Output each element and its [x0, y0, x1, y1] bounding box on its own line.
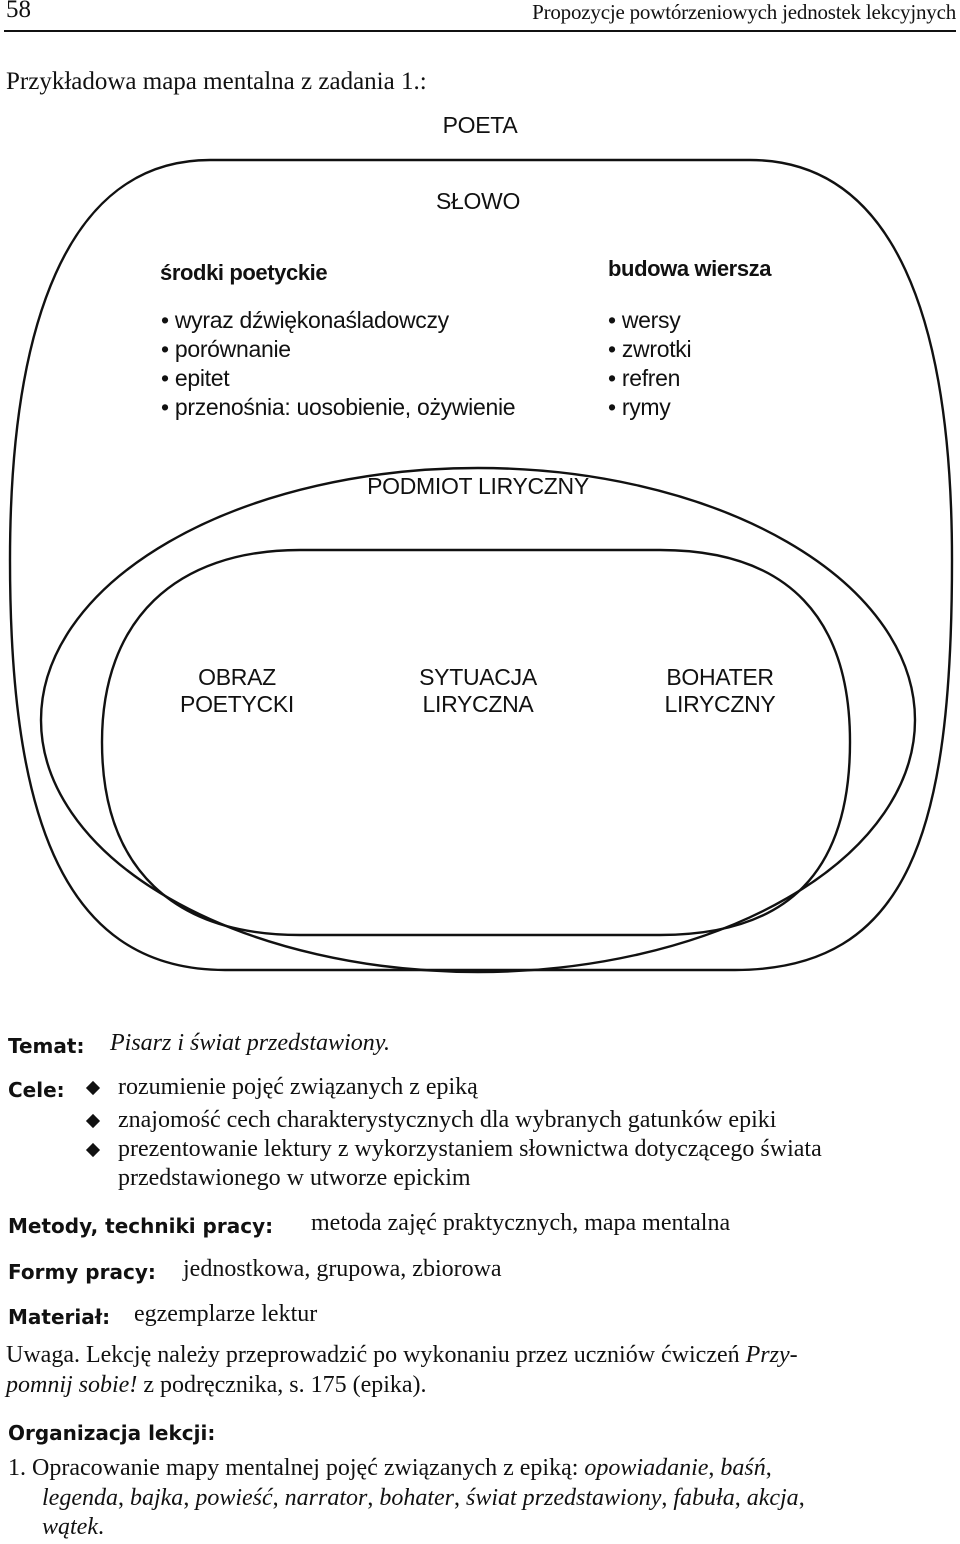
note-title-part2: pomnij sobie!: [6, 1372, 138, 1398]
right-item: • zwrotki: [608, 336, 692, 362]
term: bajka: [129, 1485, 184, 1511]
step-1-line-2: legenda, bajka, powieść, narrator, bohat…: [42, 1485, 805, 1511]
label-slowo: SŁOWO: [435, 188, 521, 214]
inner-item-line: LIRYCZNY: [664, 691, 776, 717]
term: opowiadanie: [584, 1455, 709, 1481]
page-number: 58: [6, 0, 31, 23]
term: bohater: [379, 1485, 454, 1511]
material-label: Materiał:: [8, 1305, 111, 1329]
label-poeta: POETA: [442, 112, 518, 138]
inner-item-line: LIRYCZNA: [422, 691, 534, 717]
shape-podmiot-liryczny: [39, 466, 917, 974]
step-number: 1.: [8, 1455, 26, 1481]
step-1-line-1: 1. Opracowanie mapy mentalnej pojęć zwią…: [8, 1455, 772, 1481]
label-podmiot-liryczny: PODMIOT LIRYCZNY: [367, 473, 589, 499]
left-item: • porównanie: [161, 336, 291, 362]
term: legenda: [42, 1485, 118, 1511]
inner-shape-bohater: [100, 548, 852, 937]
inner-item-line: SYTUACJA: [419, 664, 537, 690]
right-item: • wersy: [608, 307, 681, 333]
outer-shape-slowo: [8, 158, 954, 972]
inner-item-line: POETYCKI: [180, 691, 294, 717]
term: baśń: [720, 1455, 766, 1481]
methods-label: Metody, techniki pracy:: [8, 1214, 274, 1238]
term: powieść: [195, 1485, 273, 1511]
diamond-bullet-icon: [85, 1142, 101, 1158]
diamond-bullet-icon: [85, 1113, 101, 1129]
right-item: • rymy: [608, 394, 671, 420]
term: świat przedstawiony: [466, 1485, 662, 1511]
note-prefix: Uwaga. Lekcję należy przeprowadzić po wy…: [6, 1342, 746, 1368]
right-group-title: budowa wiersza: [608, 256, 772, 281]
header-rule: [4, 30, 956, 32]
goals-label: Cele:: [8, 1078, 65, 1102]
material-text: egzemplarze lektur: [134, 1301, 318, 1327]
term: fabuła: [673, 1485, 735, 1511]
methods-text: metoda zajęć praktycznych, mapa mentalna: [311, 1210, 731, 1236]
term: wątek: [42, 1514, 98, 1540]
forms-text: jednostkowa, grupowa, zbiorowa: [183, 1256, 502, 1282]
topic-text: Pisarz i świat przedstawiony.: [110, 1030, 391, 1056]
inner-item-line: BOHATER: [666, 664, 774, 690]
term: akcja: [746, 1485, 799, 1511]
inner-item-bohater: BOHATER LIRYCZNY: [620, 664, 820, 718]
left-group-title: środki poetyckie: [160, 260, 328, 285]
right-item: • refren: [608, 365, 681, 391]
goal-text: prezentowanie lektury z wykorzystaniem s…: [118, 1136, 822, 1162]
mind-map-shapes: [8, 158, 954, 974]
goal-continuation: przedstawionego w utworze epickim: [118, 1165, 471, 1191]
inner-item-sytuacja: SYTUACJA LIRYCZNA: [378, 664, 578, 718]
forms-label: Formy pracy:: [8, 1260, 156, 1284]
goal-text: znajomość cech charakterystycznych dla w…: [118, 1107, 777, 1133]
organization-label: Organizacja lekcji:: [8, 1421, 216, 1445]
note-suffix: z podręcznika, s. 175 (epika).: [137, 1372, 427, 1398]
left-item: • epitet: [161, 365, 230, 391]
term: narrator: [284, 1485, 368, 1511]
topic-label: Temat:: [8, 1034, 85, 1058]
inner-item-obraz: OBRAZ POETYCKI: [137, 664, 337, 718]
inner-item-line: OBRAZ: [198, 664, 276, 690]
mind-map: POETA SŁOWO środki poetyckie • wyraz dźw…: [8, 112, 954, 974]
running-title: Propozycje powtórzeniowych jednostek lek…: [532, 0, 956, 24]
note-line-1: Uwaga. Lekcję należy przeprowadzić po wy…: [6, 1342, 798, 1369]
goal-text: rozumienie pojęć związanych z epiką: [118, 1074, 478, 1100]
intro-text: Przykładowa mapa mentalna z zadania 1.:: [6, 68, 427, 95]
note-title-part1: Przy-: [745, 1342, 798, 1368]
note-line-2: pomnij sobie! z podręcznika, s. 175 (epi…: [6, 1372, 427, 1399]
diamond-bullet-icon: [85, 1080, 101, 1096]
left-item: • wyraz dźwiękonaśladowczy: [161, 307, 449, 333]
step-text: Opracowanie mapy mentalnej pojęć związan…: [32, 1455, 585, 1481]
step-1-line-3: wątek.: [42, 1514, 104, 1540]
left-item: • przenośnia: uosobienie, ożywienie: [161, 394, 516, 420]
